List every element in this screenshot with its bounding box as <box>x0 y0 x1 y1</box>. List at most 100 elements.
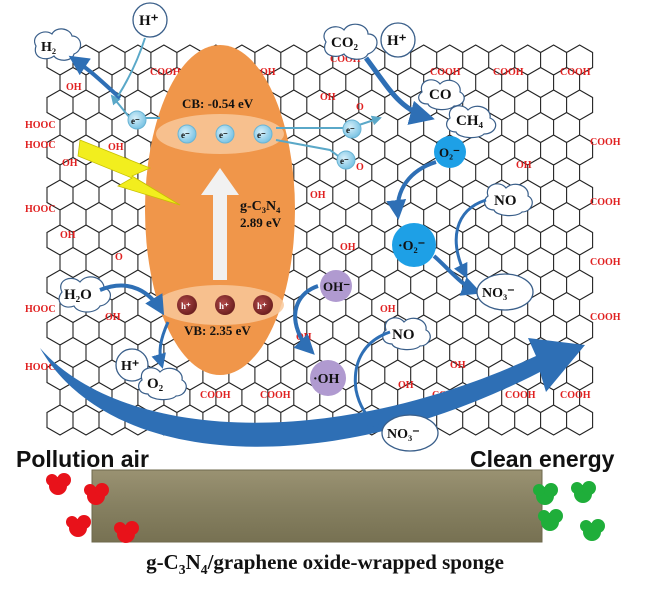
svg-text:h⁺: h⁺ <box>181 301 191 311</box>
functional-group-hooc: HOOC <box>25 204 56 215</box>
functional-group-oh: OH <box>60 230 76 241</box>
vb-label: VB: 2.35 eV <box>184 323 251 338</box>
functional-group-cooh: COOH <box>430 67 461 78</box>
functional-group-cooh: COOH <box>590 312 621 323</box>
co2-arrow <box>363 56 435 125</box>
functional-group-cooh: COOH <box>590 197 621 208</box>
functional-group-o: O <box>115 252 123 263</box>
functional-group-hooc: HOOC <box>25 120 56 131</box>
svg-text:H⁺: H⁺ <box>139 13 159 29</box>
functional-group-oh: OH <box>380 304 396 315</box>
functional-group-oh: OH <box>310 190 326 201</box>
co-cloud: CO <box>418 79 465 111</box>
no3-bottom: NO₃⁻ <box>381 414 439 452</box>
functional-group-oh: OH <box>62 158 78 169</box>
no-cloud-center: NO <box>382 317 431 351</box>
o2-radical: O₂⁻ <box>434 136 466 168</box>
hydroxyl-radical: ·OH <box>310 360 346 396</box>
clean-energy-label: Clean energy <box>470 446 615 472</box>
co2-cloud: CO₂ <box>323 23 378 60</box>
svg-text:CO: CO <box>429 87 452 103</box>
functional-group-cooh: COOH <box>260 390 291 401</box>
functional-group-cooh: COOH <box>493 67 524 78</box>
functional-group-oh: OH <box>340 242 356 253</box>
pollution-particles <box>46 473 139 543</box>
svg-text:·O₂⁻: ·O₂⁻ <box>398 239 425 254</box>
oh-minus: OH⁻ <box>320 270 352 302</box>
h-plus-bottom: H⁺ <box>115 348 149 382</box>
clean-particles <box>533 481 605 541</box>
electron-left: e⁻ <box>127 110 147 130</box>
svg-text:NO: NO <box>392 327 415 343</box>
electron-right-lower: e⁻ <box>336 150 356 170</box>
vb-oh-arrow <box>293 284 319 355</box>
functional-group-o: O <box>356 162 364 173</box>
h2o-arrow <box>99 283 165 316</box>
light-bolt-icon <box>77 139 181 206</box>
no3-right: NO₃⁻ <box>476 273 534 311</box>
big-curved-arrow <box>40 338 585 447</box>
functional-group-hooc: HOOC <box>25 304 56 315</box>
svg-text:H⁺: H⁺ <box>387 33 407 49</box>
electron-path-right <box>276 115 382 129</box>
functional-group-cooh: COOH <box>505 390 536 401</box>
bandgap-label: 2.89 eV <box>240 215 282 230</box>
svg-text:e⁻: e⁻ <box>131 116 140 126</box>
functional-group-oh: OH <box>105 312 121 323</box>
h2-cloud: H₂ <box>34 28 82 61</box>
functional-group-oh: OH <box>66 82 82 93</box>
functional-group-cooh: COOH <box>560 67 591 78</box>
h-plus-top: H⁺ <box>132 2 168 38</box>
functional-group-oh: OH <box>516 160 532 171</box>
no-cloud-right: NO <box>484 183 533 217</box>
svg-text:H₂O: H₂O <box>64 287 92 303</box>
svg-text:NO₃⁻: NO₃⁻ <box>482 286 515 301</box>
superoxide-radical: ·O₂⁻ <box>392 223 436 267</box>
pollution-air-label: Pollution air <box>16 446 149 472</box>
functional-group-cooh: COOH <box>590 137 621 148</box>
svg-text:O₂⁻: O₂⁻ <box>439 145 460 160</box>
no-arrow-center <box>353 330 391 428</box>
functional-group-oh: OH <box>450 360 466 371</box>
sponge-texture <box>91 469 543 543</box>
functional-group-hooc: HOOC <box>25 140 56 151</box>
no-arrow-right <box>453 198 487 279</box>
svg-text:e⁻: e⁻ <box>257 130 266 140</box>
cb-electron: e⁻ <box>177 124 197 144</box>
ch4-cloud: CH₄ <box>446 105 497 139</box>
h-plus-right: H⁺ <box>380 22 416 58</box>
functional-group-hooc: HOOC <box>25 362 56 373</box>
functional-group-cooh: COOH <box>150 67 181 78</box>
excitation-arrow <box>201 168 239 280</box>
electron-right: e⁻ <box>342 119 362 139</box>
functional-group-cooh: COOH <box>330 54 361 65</box>
svg-text:e⁻: e⁻ <box>219 130 228 140</box>
functional-group-cooh: COOH <box>560 390 591 401</box>
sponge-caption: g-C3N4/graphene oxide-wrapped sponge <box>146 550 504 578</box>
svg-text:e⁻: e⁻ <box>346 125 355 135</box>
functional-group-o: O <box>356 102 364 113</box>
functional-group-cooh: COOH <box>590 257 621 268</box>
svg-text:·OH: ·OH <box>313 372 340 387</box>
cb-electron: e⁻ <box>253 124 273 144</box>
svg-text:O₂: O₂ <box>147 376 164 392</box>
functional-group-oh: OH <box>320 92 336 103</box>
vb-o2-arrow <box>151 321 170 369</box>
svg-text:CH₄: CH₄ <box>456 113 484 129</box>
cb-label: CB: -0.54 eV <box>182 96 254 111</box>
svg-text:h⁺: h⁺ <box>219 301 229 311</box>
svg-text:e⁻: e⁻ <box>181 130 190 140</box>
svg-text:h⁺: h⁺ <box>257 301 267 311</box>
functional-group-oh: OH <box>108 142 124 153</box>
svg-text:H₂: H₂ <box>41 40 56 55</box>
svg-text:NO: NO <box>494 193 517 209</box>
hplus-arrow <box>117 37 146 97</box>
sponge <box>92 470 542 542</box>
svg-text:CO₂: CO₂ <box>331 35 359 51</box>
o2-arrow <box>386 160 437 220</box>
h2-arrow <box>68 55 122 100</box>
vb-hole: h⁺ <box>177 295 197 315</box>
svg-text:H⁺: H⁺ <box>121 359 139 374</box>
